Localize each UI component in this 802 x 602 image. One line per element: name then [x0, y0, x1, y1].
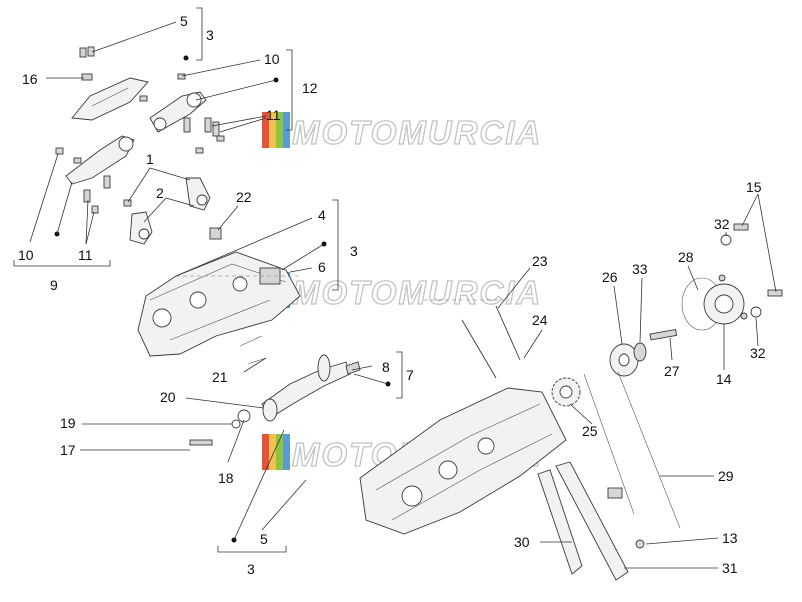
leader-lines: [13, 7, 777, 569]
cylinder-block-part: [359, 299, 623, 535]
chain-guide-parts: [537, 461, 645, 581]
callout-11: 11: [78, 247, 93, 263]
tensioner-cover-part: [681, 223, 783, 331]
callout-14: 14: [716, 371, 732, 387]
callout-11: 11: [266, 107, 281, 123]
callout-28: 28: [678, 249, 694, 265]
callout-1: 1: [146, 151, 154, 167]
callout-17: 17: [60, 442, 76, 458]
lower-rocker-part: [55, 135, 135, 214]
camshaft-part: [189, 354, 361, 446]
watermark-text-top: MOTOMURCIA: [292, 114, 542, 151]
callout-29: 29: [718, 468, 734, 484]
timing-chain-part: [583, 371, 681, 529]
callout-18: 18: [218, 470, 234, 486]
callout-labels: 3 5 16 10 12 11 10 11 9 1 2 22 4 3 6 21 …: [18, 13, 766, 577]
callout-32: 32: [714, 216, 730, 232]
callout-4: 4: [318, 207, 326, 223]
callout-3: 3: [206, 27, 214, 43]
callout-5: 5: [260, 531, 268, 547]
callout-33: 33: [632, 261, 648, 277]
callout-15: 15: [746, 179, 762, 195]
callout-30: 30: [514, 534, 530, 550]
stud-bolt-parts: [461, 305, 521, 379]
callout-3: 3: [247, 561, 255, 577]
callout-8: 8: [382, 359, 390, 375]
callout-27: 27: [664, 363, 680, 379]
callout-21: 21: [212, 369, 228, 385]
callout-19: 19: [60, 415, 76, 431]
callout-13: 13: [722, 530, 738, 546]
rocker-cover-part: [71, 46, 149, 121]
callout-31: 31: [722, 560, 738, 576]
camshaft-gear-part: [551, 377, 581, 407]
callout-16: 16: [22, 71, 38, 87]
callout-12: 12: [302, 80, 318, 96]
callout-22: 22: [236, 189, 252, 205]
callout-24: 24: [532, 312, 548, 328]
watermark-middle: MOTOMURCIA: [262, 272, 542, 312]
callout-5: 5: [180, 13, 188, 29]
callout-9: 9: [50, 277, 58, 293]
callout-10: 10: [264, 51, 280, 67]
callout-32: 32: [750, 345, 766, 361]
callout-25: 25: [582, 423, 598, 439]
callout-2: 2: [156, 185, 164, 201]
rocker-arm-part: [139, 73, 225, 154]
cylinder-head-part: [137, 251, 301, 365]
callout-6: 6: [318, 259, 326, 275]
callout-26: 26: [602, 269, 618, 285]
sprocket-part: [609, 328, 678, 377]
tappet-parts: [123, 177, 222, 245]
callout-3: 3: [350, 243, 358, 259]
watermark-text-middle: MOTOMURCIA: [292, 274, 542, 311]
callout-23: 23: [532, 253, 548, 269]
callout-7: 7: [406, 367, 414, 383]
callout-10: 10: [18, 247, 34, 263]
callout-20: 20: [160, 389, 176, 405]
watermark-top: MOTOMURCIA: [262, 112, 542, 152]
